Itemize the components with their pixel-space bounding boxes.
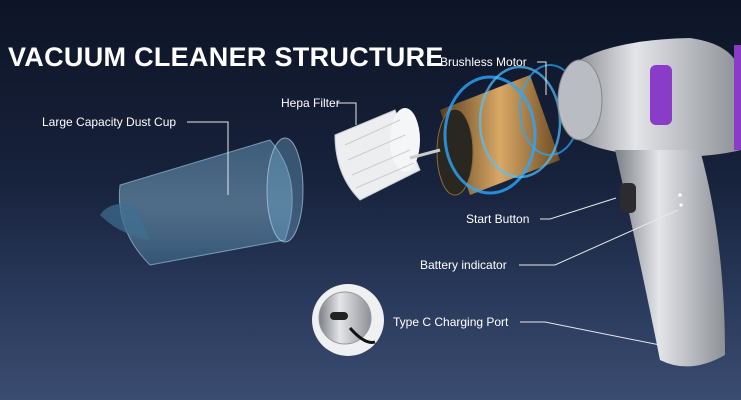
label-start-button: Start Button [466,212,530,226]
label-dust-cup: Large Capacity Dust Cup [42,115,177,129]
page-title: VACUUM CLEANER STRUCTURE [8,42,444,72]
label-charging-port: Type C Charging Port [393,315,509,329]
vacuum-body-illustration [557,38,741,367]
charging-port-inset [312,284,384,356]
dust-cup-illustration [100,137,304,266]
leader-lines [187,61,679,346]
label-brushless-motor: Brushless Motor [440,55,527,69]
label-battery-indicator: Battery indicator [420,258,507,272]
brushless-motor-illustration [409,64,581,196]
label-hepa-filter: Hepa Filter [281,96,340,110]
hepa-filter-illustration [334,108,421,201]
